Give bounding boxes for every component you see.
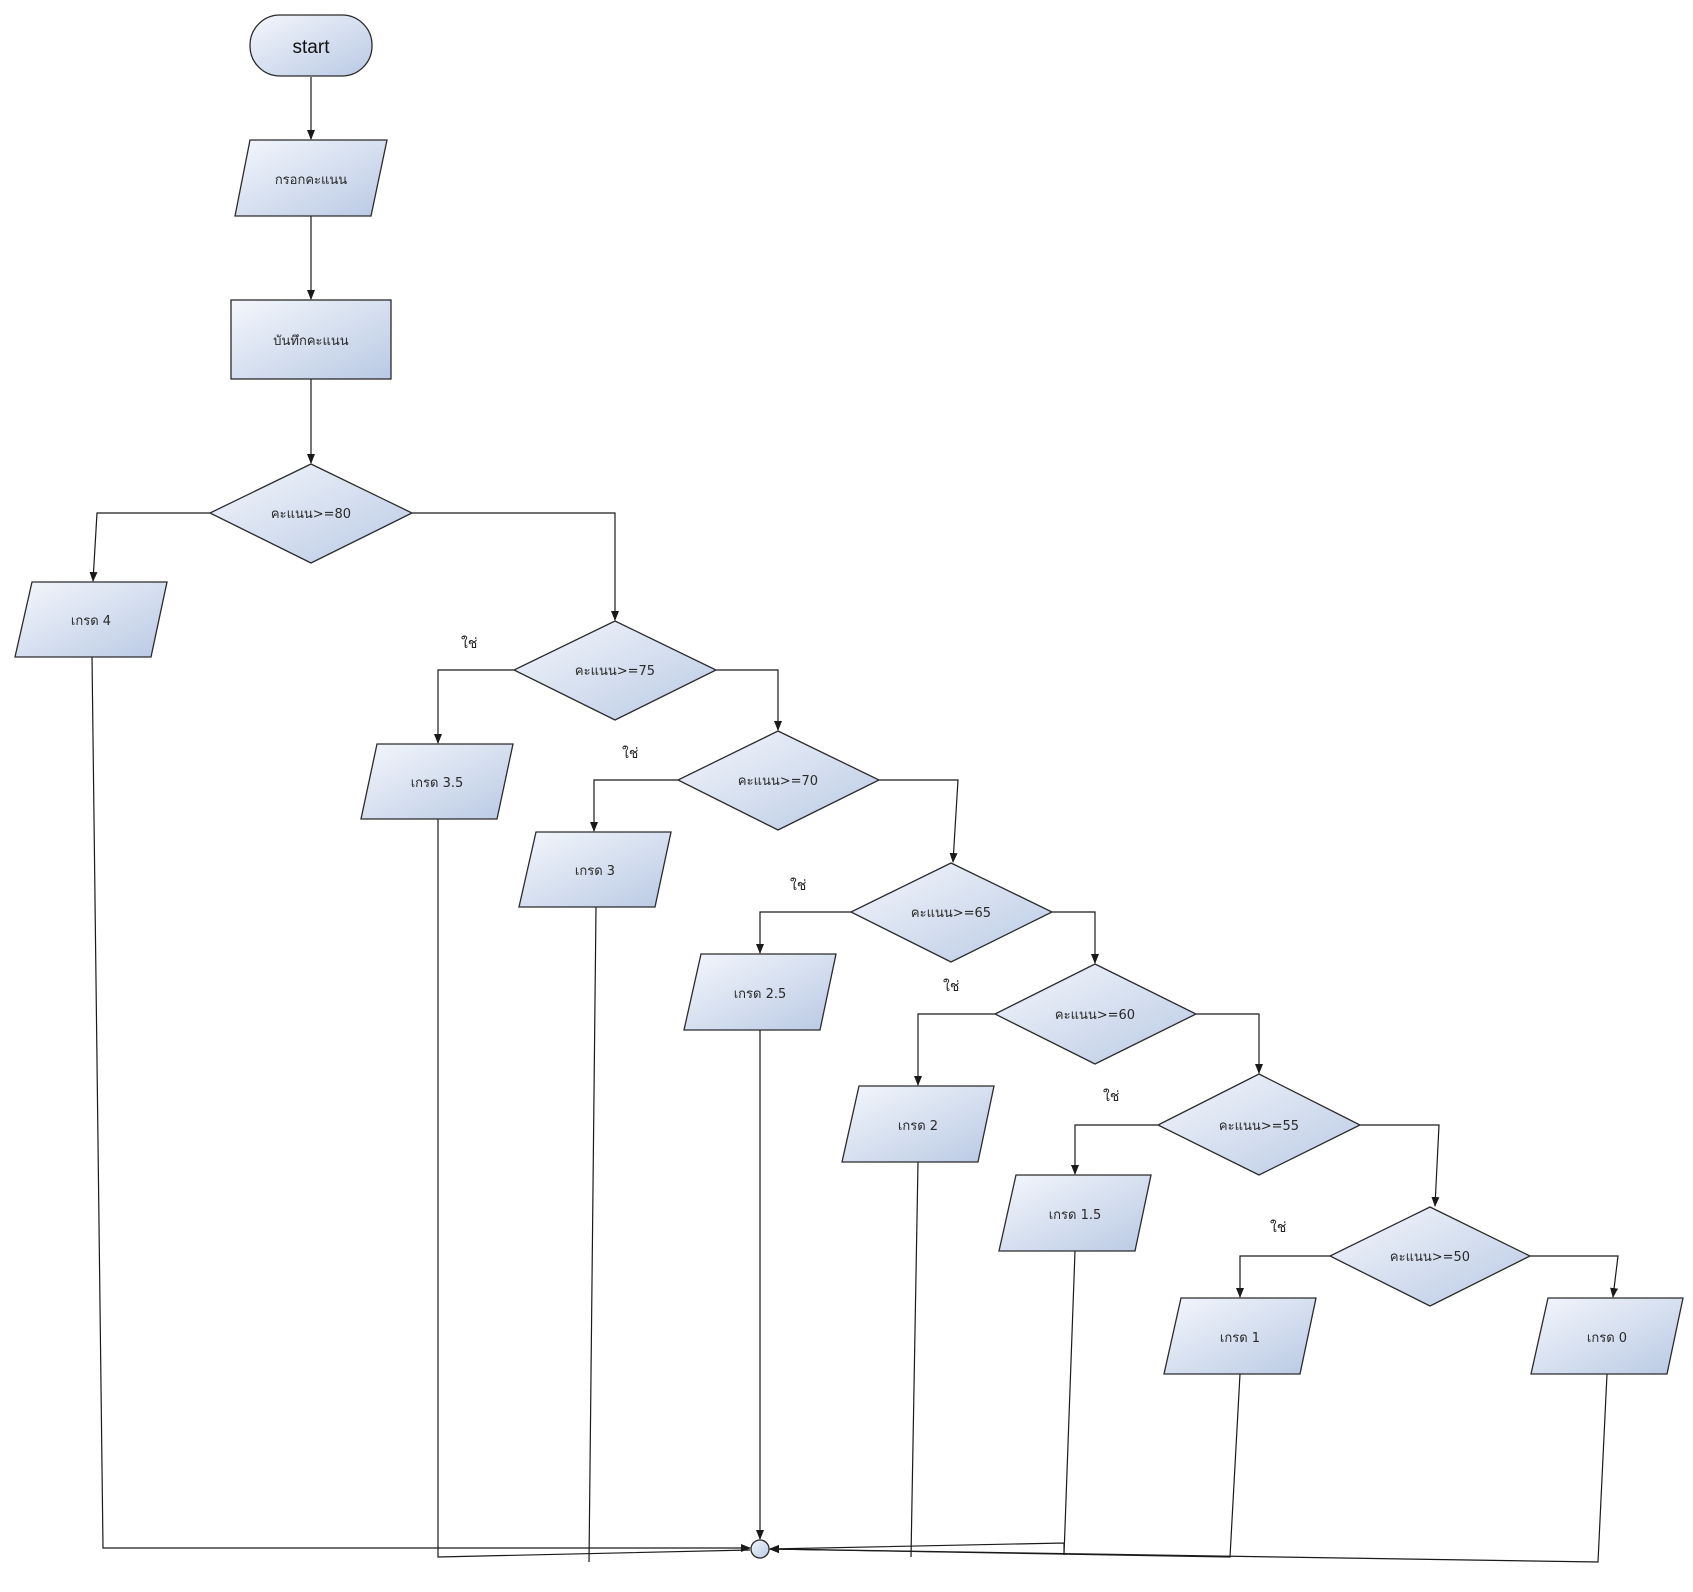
edge-cond-75-to-grade-3-5 — [434, 669, 514, 744]
edge-cond-50-to-grade-0 — [1530, 1255, 1619, 1298]
grade-1-5-node: เกรด 1.5 — [998, 1174, 1152, 1252]
grade-2-label: เกรด 2 — [898, 1119, 938, 1134]
grade-2-5-label: เกรด 2.5 — [734, 987, 787, 1002]
cond-70-label: คะแนน>=70 — [738, 774, 818, 789]
grade-2-5-node: เกรด 2.5 — [683, 953, 837, 1031]
input-score-label: กรอกคะแนน — [275, 173, 347, 188]
edge-cond-60-to-cond-55 — [1196, 1013, 1263, 1074]
start-node: start — [249, 14, 373, 77]
yes-label-cond-80: ใช่ — [461, 635, 477, 652]
edge-grade-1-to-end — [769, 1373, 1241, 1558]
edge-cond-80-to-cond-75 — [412, 512, 619, 621]
grade-3-5-node: เกรด 3.5 — [360, 743, 514, 820]
yes-label-cond-70: ใช่ — [790, 877, 806, 894]
edge-grade-3-5-down — [437, 819, 751, 1558]
edges — [89, 77, 1619, 1563]
decision-cond-60: คะแนน>=60 — [993, 963, 1198, 1065]
save-score-node: บันทึกคะแนน — [230, 299, 392, 380]
edge-cond-55-to-cond-50 — [1360, 1124, 1440, 1207]
edge-cond-65-to-grade-2-5 — [756, 911, 851, 954]
grade-0-label: เกรด 0 — [1587, 1331, 1627, 1346]
edge-grade-4-to-end — [91, 655, 751, 1552]
decision-cond-75: คะแนน>=75 — [512, 620, 718, 721]
yes-label-cond-55: ใช่ — [1270, 1219, 1286, 1236]
grade-1-label: เกรด 1 — [1220, 1331, 1260, 1346]
cond-50-label: คะแนน>=50 — [1390, 1250, 1470, 1265]
cond-80-label: คะแนน>=80 — [271, 507, 351, 522]
decision-cond-70: คะแนน>=70 — [676, 730, 881, 831]
decision-cond-55: คะแนน>=55 — [1156, 1073, 1362, 1176]
input-score-node: กรอกคะแนน — [234, 139, 388, 217]
yes-label-cond-60: ใช่ — [1103, 1088, 1119, 1105]
end-connector — [750, 1539, 770, 1559]
edge-cond-70-to-cond-65 — [879, 779, 959, 863]
yes-label-cond-75: ใช่ — [622, 745, 638, 762]
grade-2-node: เกรด 2 — [841, 1085, 995, 1163]
cond-55-label: คะแนน>=55 — [1219, 1119, 1299, 1134]
start-label: start — [293, 37, 331, 58]
save-score-label: บันทึกคะแนน — [273, 334, 349, 349]
grade-1-node: เกรด 1 — [1163, 1297, 1317, 1375]
cond-75-label: คะแนน>=75 — [575, 664, 655, 679]
grade-3-label: เกรด 3 — [575, 864, 615, 879]
edge-grade-1-5-to-end — [769, 1250, 1076, 1556]
grade-3-5-label: เกรด 3.5 — [411, 776, 464, 791]
edge-cond-75-to-cond-70 — [716, 669, 782, 731]
grade-1-5-label: เกรด 1.5 — [1049, 1208, 1102, 1223]
edge-cond-60-to-grade-2 — [914, 1013, 995, 1086]
decision-cond-50: คะแนน>=50 — [1328, 1206, 1532, 1307]
decision-cond-80: คะแนน>=80 — [208, 463, 414, 564]
edge-grade-3-down — [588, 906, 597, 1563]
cond-65-label: คะแนน>=65 — [911, 906, 991, 921]
grade-4-label: เกรด 4 — [71, 614, 111, 629]
edge-grade-0-to-end — [769, 1373, 1608, 1563]
grade-4-node: เกรด 4 — [14, 581, 168, 658]
edge-grade-2-down — [910, 1161, 919, 1558]
grade-0-node: เกรด 0 — [1530, 1297, 1684, 1375]
yes-label-cond-65: ใช่ — [943, 978, 959, 995]
grade-3-node: เกรด 3 — [518, 831, 672, 908]
cond-60-label: คะแนน>=60 — [1055, 1008, 1135, 1023]
decision-cond-65: คะแนน>=65 — [849, 862, 1054, 963]
edge-labels: ใช่ ใช่ ใช่ ใช่ ใช่ ใช่ — [461, 635, 1286, 1236]
nodes: start กรอกคะแนน บันทึกคะแนน คะแนน>=80 คะ… — [14, 14, 1684, 1559]
edge-cond-70-to-grade-3 — [590, 779, 678, 832]
edge-cond-65-to-cond-60 — [1052, 911, 1099, 964]
edge-cond-80-to-grade-4 — [89, 512, 210, 582]
edge-cond-50-to-grade-1 — [1236, 1255, 1330, 1298]
edge-cond-55-to-grade-1-5 — [1071, 1124, 1158, 1175]
